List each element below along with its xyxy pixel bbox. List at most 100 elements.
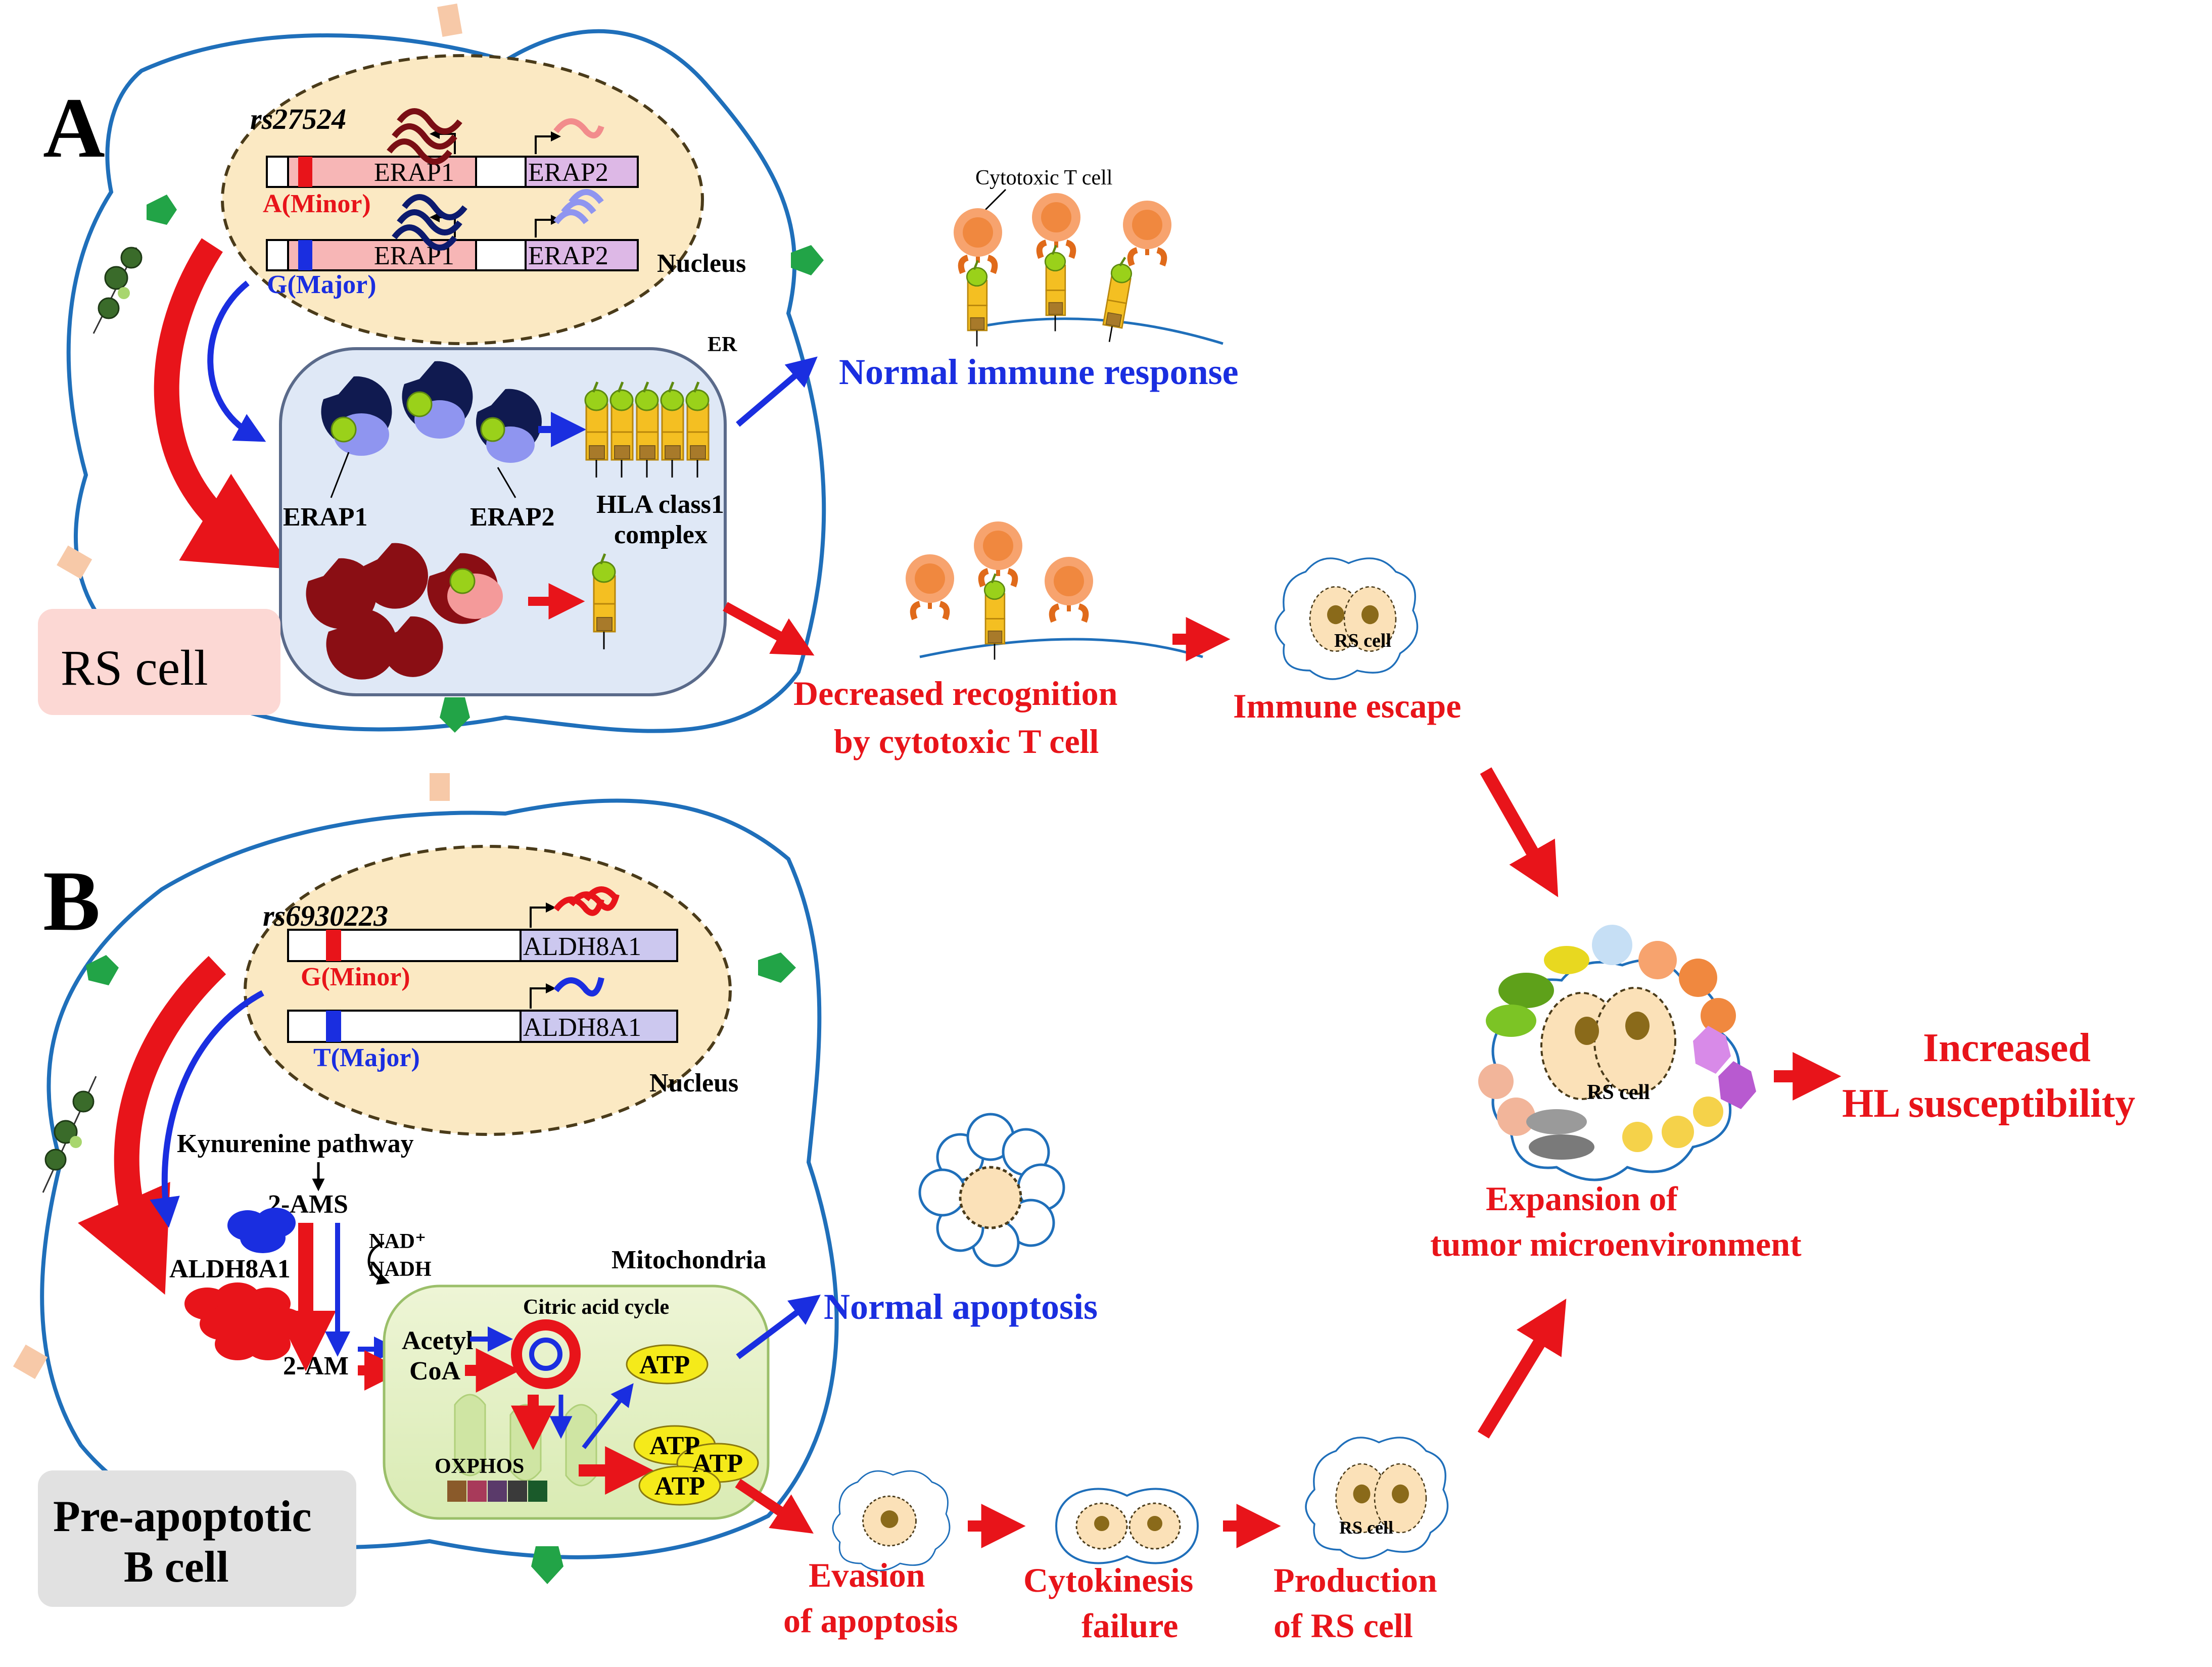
evasion-cell-illustration — [832, 1470, 951, 1571]
membrane-protein — [791, 245, 824, 275]
production-line1: Production — [1274, 1561, 1437, 1599]
pre-apoptotic-line1: Pre-apoptotic — [53, 1492, 312, 1541]
pre-apoptotic-label-box — [38, 1470, 356, 1607]
allele-g-minor: G(Minor) — [301, 963, 410, 991]
erap2-transcripts-major — [553, 189, 604, 224]
membrane-protein — [758, 952, 796, 983]
atp-risk-cluster — [633, 1425, 759, 1506]
snp-rs27524: rs27524 — [250, 103, 346, 135]
membrane-receptor — [430, 773, 450, 801]
arrow-red-to-er — [154, 238, 292, 569]
increased-line2: HL susceptibility — [1842, 1081, 2135, 1126]
apoptotic-cell-illustration — [918, 1113, 1065, 1267]
erap2-transcript-minor — [553, 118, 604, 138]
evasion-line1: Evasion — [809, 1556, 925, 1594]
allele-t-major: T(Major) — [313, 1043, 420, 1072]
membrane-receptor — [57, 545, 92, 579]
allele-g-major: G(Major) — [267, 270, 376, 299]
expansion-line2: tumor microenvironment — [1430, 1225, 1802, 1263]
cytokinesis-cell-illustration — [1055, 1488, 1199, 1564]
aldh-gene-bar-minor — [287, 902, 678, 962]
cofactor-nadh: NADH — [369, 1258, 432, 1281]
atp-risk-label-3: ATP — [654, 1472, 705, 1501]
cytotoxic-t-cells-decreased — [906, 521, 1203, 660]
arrow-red-escape-to-expansion — [1480, 767, 1559, 897]
membrane-protein — [440, 697, 470, 733]
membrane-protein — [531, 1546, 563, 1584]
rs-cell-label-box — [38, 609, 280, 715]
aldh8a1-enzyme-label: ALDH8A1 — [169, 1255, 291, 1283]
gene-aldh8a1-bottom: ALDH8A1 — [523, 1013, 641, 1042]
pre-apoptotic-line2: B cell — [124, 1543, 229, 1592]
arrow-blue-to-aldh — [150, 990, 264, 1228]
gene-aldh8a1-top: ALDH8A1 — [523, 932, 641, 961]
production-line2: of RS cell — [1274, 1606, 1413, 1645]
gene-bar-major — [266, 212, 639, 271]
membrane-protein — [86, 955, 119, 985]
rs-cell-production-label: RS cell — [1339, 1517, 1393, 1538]
aldh-transcript-major — [553, 977, 604, 996]
atp-risk-label-2: ATP — [692, 1449, 743, 1478]
erap-complex-normal — [321, 361, 542, 463]
atp-risk-label-1: ATP — [649, 1432, 700, 1460]
arrow-blue-normal-response — [736, 356, 818, 427]
evasion-line2: of apoptosis — [783, 1601, 958, 1640]
arrow-red-to-aldh — [77, 956, 226, 1295]
expansion-line1: Expansion of — [1486, 1179, 1678, 1218]
panel-b-label: B — [43, 853, 100, 948]
rs-cell-expansion-label: RS cell — [1587, 1081, 1650, 1104]
aldh-gene-bar-major — [287, 983, 678, 1043]
oxphos-complexes — [447, 1481, 547, 1502]
hla-label-line2: complex — [614, 520, 708, 549]
cytotoxic-t-cell-label: Cytotoxic T cell — [975, 166, 1112, 189]
membrane-vesicles — [92, 247, 143, 334]
arrow-red-evasion — [735, 1479, 814, 1534]
nucleus-a-label: Nucleus — [657, 249, 746, 278]
erap1-label: ERAP1 — [283, 503, 368, 532]
coa-label: CoA — [409, 1357, 461, 1386]
tumor-microenvironment-illustration — [1478, 925, 1756, 1181]
gene-bar-minor — [266, 129, 639, 188]
allele-a-minor: A(Minor) — [263, 189, 371, 218]
rs-cell-production-illustration — [1305, 1437, 1449, 1559]
mitochondria-label: Mitochondria — [611, 1246, 766, 1274]
er-label: ER — [708, 333, 737, 356]
rs-cell-escape-label: RS cell — [1334, 630, 1391, 651]
cofactor-nad: NAD⁺ — [369, 1230, 426, 1253]
metabolite-2-am: 2-AM — [283, 1352, 349, 1380]
acetyl-label: Acetyl — [402, 1326, 473, 1355]
gene-erap2-bottom: ERAP2 — [528, 242, 608, 270]
arrow-red-production-to-expansion — [1477, 1299, 1567, 1439]
aldh8a1-enzyme-normal — [227, 1208, 296, 1253]
gene-erap2-top: ERAP2 — [528, 158, 608, 187]
erap-complex-risk — [306, 543, 503, 680]
cytokinesis-line1: Cytokinesis — [1023, 1561, 1193, 1599]
rs-cell-escape-illustration — [1275, 557, 1419, 680]
aldh8a1-enzyme-risk — [184, 1282, 306, 1360]
normal-immune-response-label: Normal immune response — [839, 352, 1239, 392]
citric-acid-cycle-icon — [511, 1319, 581, 1389]
erap2-label: ERAP2 — [470, 503, 555, 532]
decreased-recognition-line1: Decreased recognition — [793, 674, 1117, 712]
membrane-receptor — [13, 1344, 48, 1379]
erap1-transcripts-major — [392, 194, 467, 251]
arrow-blue-to-er — [207, 280, 266, 442]
atp-normal — [626, 1344, 709, 1385]
arrow-red-decreased — [723, 602, 815, 656]
membrane-receptor — [437, 3, 462, 37]
citric-acid-cycle-label: Citric acid cycle — [523, 1296, 669, 1319]
cytotoxic-t-cells-normal — [954, 193, 1223, 347]
membrane-vesicles — [42, 1076, 97, 1193]
panel-a-label: A — [43, 80, 105, 175]
hla-label-line1: HLA class1 — [596, 490, 724, 519]
immune-escape-label: Immune escape — [1233, 687, 1461, 725]
membrane-protein — [147, 195, 177, 225]
snp-rs6930223: rs6930223 — [263, 899, 388, 932]
kynurenine-pathway-label: Kynurenine pathway — [177, 1129, 414, 1158]
increased-line1: Increased — [1923, 1026, 2091, 1070]
nucleus-b-label: Nucleus — [649, 1069, 738, 1098]
cytokinesis-line2: failure — [1081, 1606, 1178, 1645]
aldh-transcripts-minor — [553, 886, 620, 916]
arrow-blue-normal-apoptosis — [736, 1295, 821, 1359]
